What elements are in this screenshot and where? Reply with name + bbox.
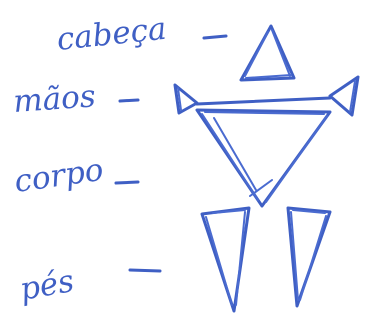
left-hand-triangle xyxy=(175,85,197,113)
label-hands: mãos xyxy=(12,78,97,120)
head-triangle xyxy=(241,26,294,80)
dash-body xyxy=(116,182,138,183)
body-triangle xyxy=(197,110,330,206)
label-head: cabeça xyxy=(55,11,168,58)
dash-hands xyxy=(120,100,138,101)
label-feet: pés xyxy=(17,263,77,308)
left-foot-triangle xyxy=(202,208,249,311)
arm-line xyxy=(197,98,330,104)
dash-head xyxy=(204,36,226,38)
right-foot-triangle xyxy=(288,208,330,306)
dash-feet xyxy=(130,270,160,271)
label-body: corpo xyxy=(12,152,105,200)
right-hand-triangle xyxy=(330,77,358,115)
